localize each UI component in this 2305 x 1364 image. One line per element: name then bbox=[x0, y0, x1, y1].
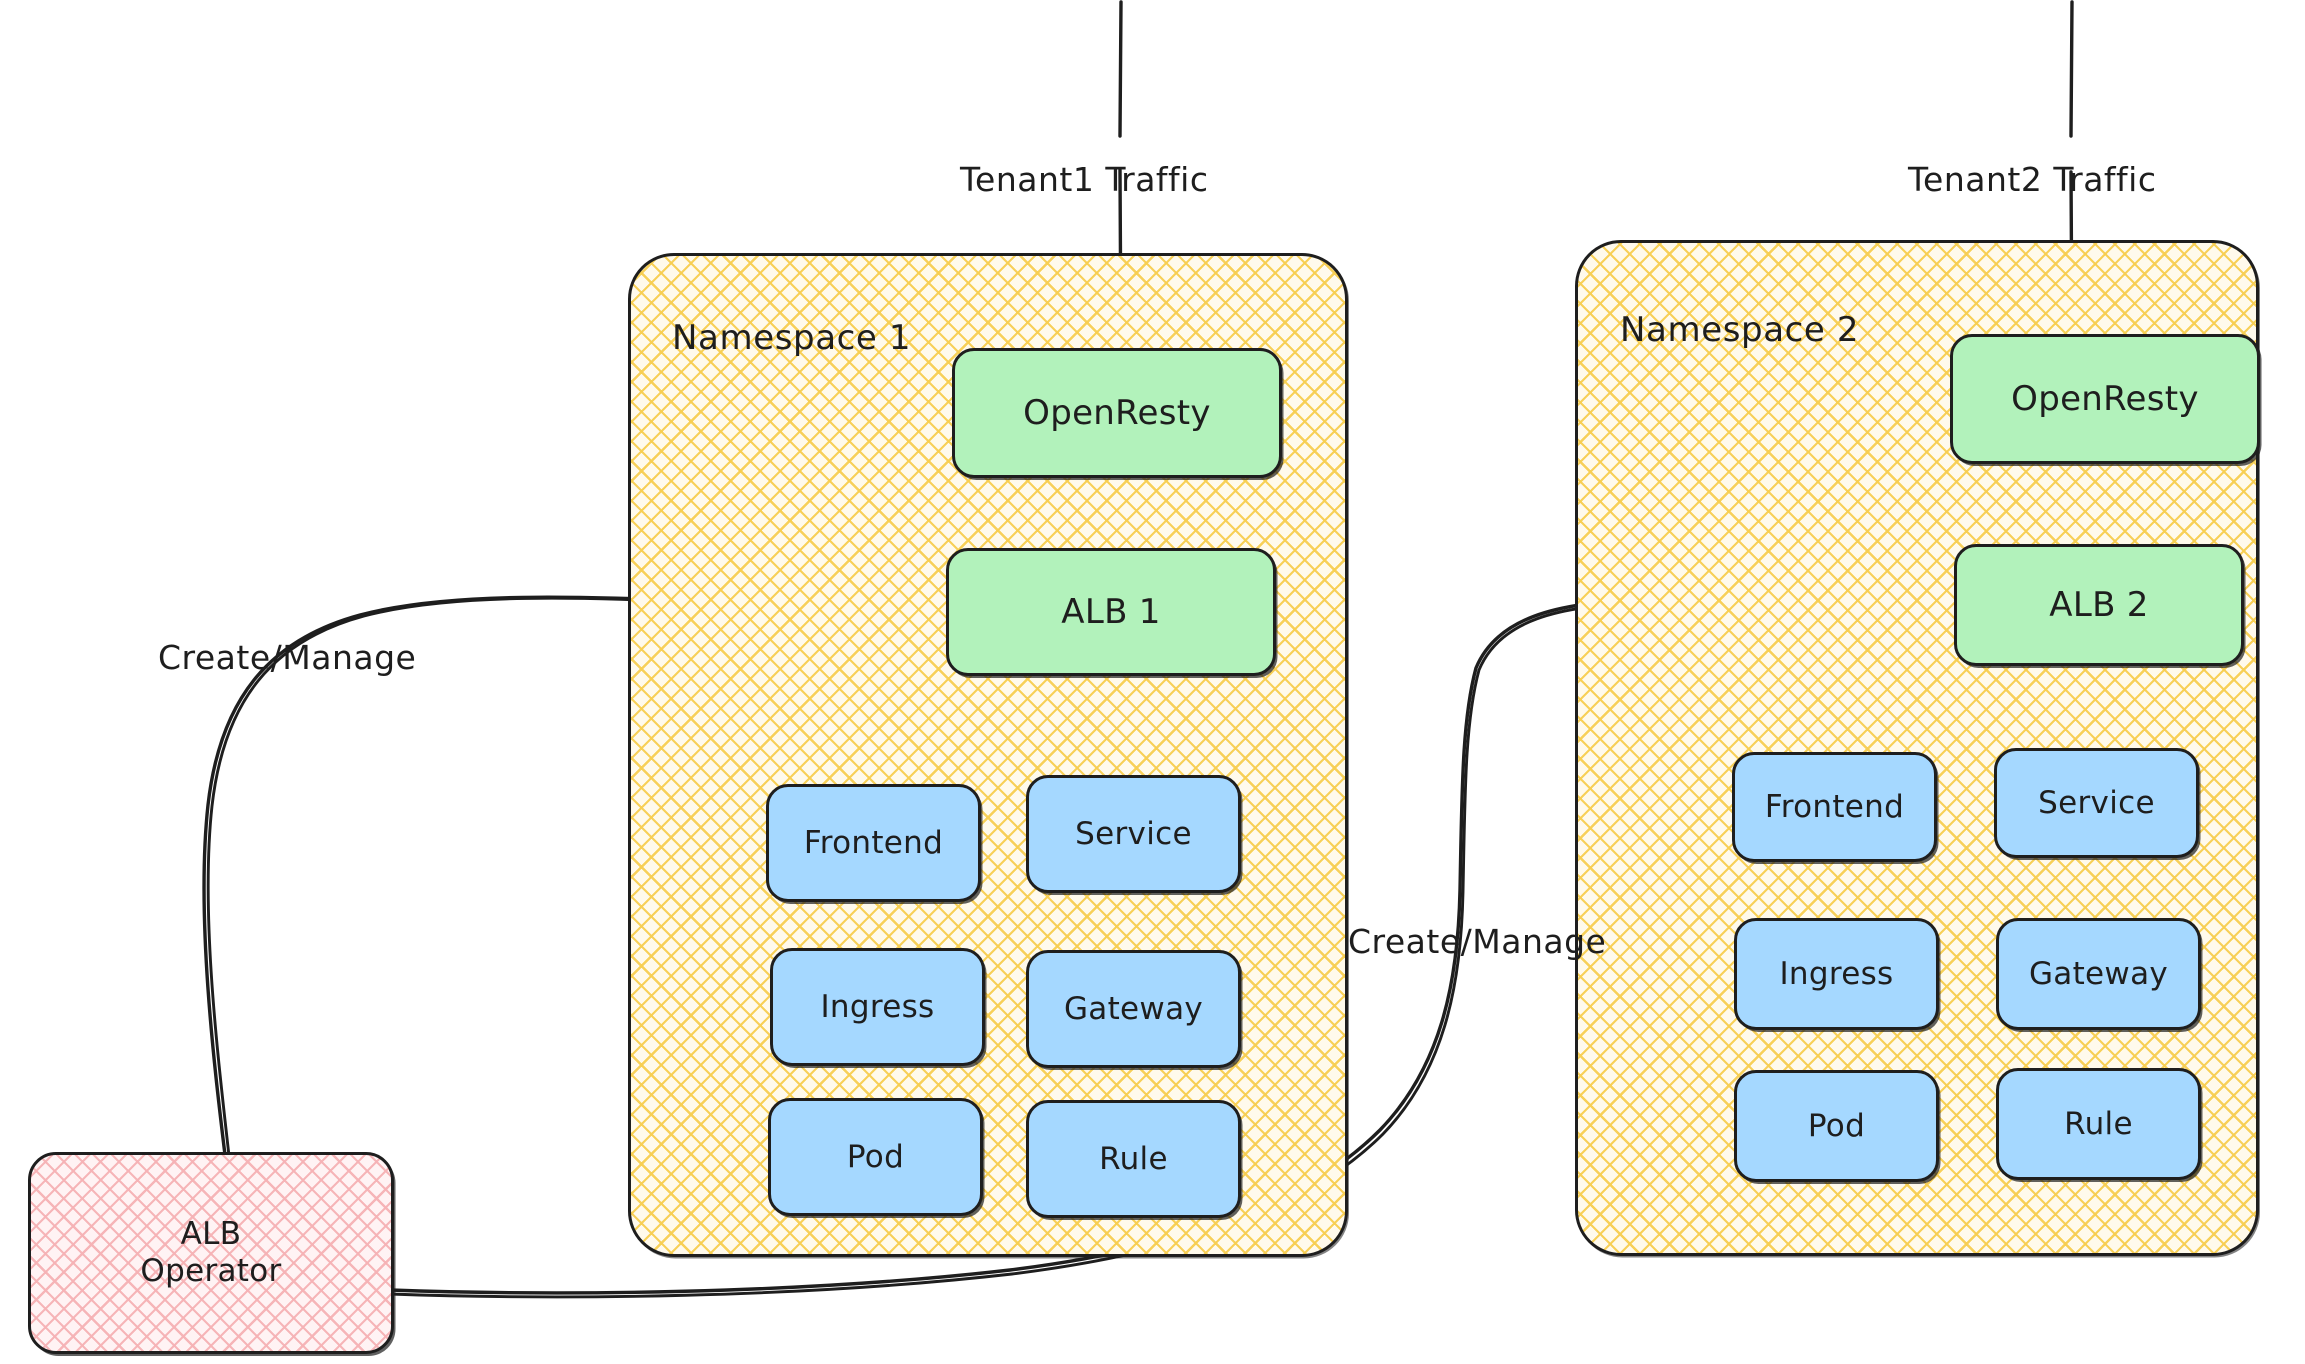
alb2-label: ALB 2 bbox=[2049, 584, 2149, 625]
resource-rule-ns2[interactable]: Rule bbox=[1996, 1068, 2201, 1180]
openresty-label-ns2: OpenResty bbox=[2011, 378, 2199, 419]
label-tenant1-traffic: Tenant1 Traffic bbox=[960, 160, 1209, 199]
openresty-node-ns2[interactable]: OpenResty bbox=[1950, 334, 2260, 464]
resource-frontend-ns2[interactable]: Frontend bbox=[1732, 752, 1937, 862]
resource-label: Rule bbox=[2064, 1105, 2133, 1142]
resource-label: Rule bbox=[1099, 1140, 1168, 1177]
alb2-node[interactable]: ALB 2 bbox=[1954, 544, 2244, 666]
resource-pod-ns2[interactable]: Pod bbox=[1734, 1070, 1939, 1182]
alb1-label: ALB 1 bbox=[1061, 591, 1161, 632]
edge-label-create-manage-alb1: Create/Manage bbox=[158, 638, 417, 677]
namespace-1-title: Namespace 1 bbox=[672, 318, 912, 358]
namespace-2-title: Namespace 2 bbox=[1620, 310, 1860, 350]
resource-frontend-ns1[interactable]: Frontend bbox=[766, 784, 981, 902]
resource-label: Pod bbox=[1807, 1107, 1866, 1144]
resource-ingress-ns2[interactable]: Ingress bbox=[1734, 918, 1939, 1030]
resource-service-ns2[interactable]: Service bbox=[1994, 748, 2199, 858]
resource-label: Gateway bbox=[2028, 955, 2169, 992]
openresty-node-ns1[interactable]: OpenResty bbox=[952, 348, 1282, 478]
openresty-label-ns1: OpenResty bbox=[1023, 392, 1211, 433]
resource-label: Pod bbox=[846, 1138, 905, 1175]
edge-label-create-manage-alb2: Create/Manage bbox=[1348, 922, 1607, 961]
label-tenant2-traffic: Tenant2 Traffic bbox=[1908, 160, 2157, 199]
resource-pod-ns1[interactable]: Pod bbox=[768, 1098, 983, 1216]
resource-label: Gateway bbox=[1063, 990, 1204, 1027]
alb1-node[interactable]: ALB 1 bbox=[946, 548, 1276, 676]
resource-label: Service bbox=[1075, 815, 1192, 852]
resource-label: Ingress bbox=[1779, 955, 1894, 992]
resource-label: Service bbox=[2038, 784, 2155, 821]
resource-service-ns1[interactable]: Service bbox=[1026, 775, 1241, 893]
resource-gateway-ns1[interactable]: Gateway bbox=[1026, 950, 1241, 1068]
resource-label: Frontend bbox=[803, 824, 944, 861]
resource-label: Frontend bbox=[1764, 788, 1905, 825]
resource-rule-ns1[interactable]: Rule bbox=[1026, 1100, 1241, 1218]
alb-operator-node[interactable]: ALB Operator bbox=[28, 1152, 394, 1354]
alb-operator-label: ALB Operator bbox=[140, 1216, 282, 1289]
resource-label: Ingress bbox=[820, 988, 935, 1025]
resource-ingress-ns1[interactable]: Ingress bbox=[770, 948, 985, 1066]
resource-gateway-ns2[interactable]: Gateway bbox=[1996, 918, 2201, 1030]
